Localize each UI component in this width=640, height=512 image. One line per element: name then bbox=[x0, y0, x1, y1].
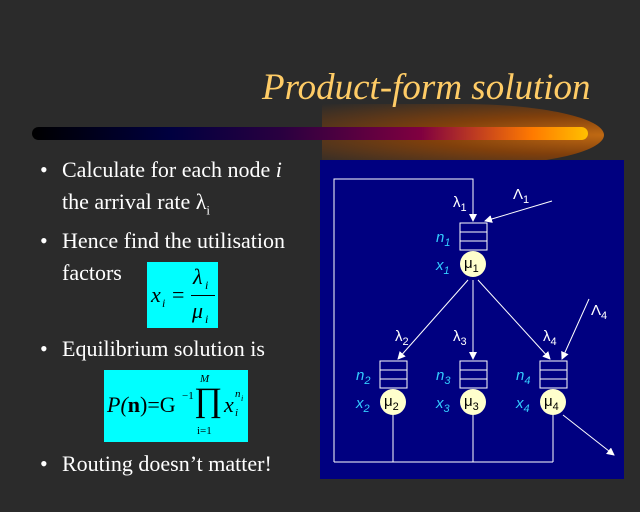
external-rate-label: Λ1 bbox=[513, 186, 529, 206]
server-rate-label: μ3 bbox=[464, 393, 479, 413]
formula-x: x bbox=[151, 282, 161, 307]
utilisation-formula: x i = λ i μ i bbox=[147, 262, 218, 328]
feedback-loop bbox=[333, 178, 554, 463]
bullet-2: •Hence find the utilisation bbox=[40, 228, 285, 253]
utilisation-label: x4 bbox=[515, 395, 530, 415]
utilisation-label: x2 bbox=[355, 395, 370, 415]
queue-length-label: n4 bbox=[516, 367, 530, 387]
bullet-2-line2: factors bbox=[62, 260, 122, 285]
formula-x: x bbox=[224, 392, 234, 417]
server-circle bbox=[540, 389, 566, 415]
route-1-4 bbox=[477, 279, 551, 360]
utilisation-label: x3 bbox=[435, 395, 451, 415]
formula-num: λ bbox=[193, 264, 203, 289]
fraction-bar bbox=[191, 295, 215, 296]
server-rate-label: μ1 bbox=[464, 255, 479, 275]
bullet-text: the arrival rate λ bbox=[62, 189, 207, 214]
bullet-text: Equilibrium solution is bbox=[62, 336, 265, 361]
formula-exp: −1 bbox=[182, 390, 194, 402]
server-circle bbox=[380, 389, 406, 415]
subscript: i bbox=[206, 202, 211, 218]
queue-length-label: n1 bbox=[436, 229, 450, 249]
arrival-rate-label: λ2 bbox=[395, 328, 409, 348]
queue-length-label: n2 bbox=[356, 367, 370, 387]
formula-g: )=G bbox=[140, 392, 176, 417]
bullet-3: •Equilibrium solution is bbox=[40, 333, 265, 365]
formula-n: n bbox=[127, 392, 141, 417]
queue-length-label: n3 bbox=[436, 367, 451, 387]
external-arrival-1 bbox=[484, 200, 553, 223]
formula-sub: i bbox=[205, 312, 209, 326]
product-symbol: ∏ bbox=[194, 382, 222, 419]
queue-buffer bbox=[379, 360, 408, 389]
bullet-text: Routing doesn’t matter! bbox=[62, 451, 272, 476]
bullet-4: •Routing doesn’t matter! bbox=[40, 448, 272, 480]
external-arrival-4 bbox=[561, 298, 590, 360]
formula-p: P( bbox=[107, 392, 128, 417]
queue-buffer bbox=[459, 222, 488, 251]
var-i: i bbox=[275, 157, 282, 182]
slide-title: Product-form solution bbox=[262, 67, 591, 108]
departure-arrow bbox=[562, 414, 615, 456]
server-circle bbox=[460, 251, 486, 277]
formula-xsup: n bbox=[235, 388, 241, 400]
formula-sub: i bbox=[205, 278, 209, 292]
arrival-rate-label: λ3 bbox=[453, 328, 467, 348]
bullet-text: Hence find the utilisation bbox=[62, 228, 285, 253]
formula-sub: i bbox=[162, 296, 166, 310]
formula-den: μ bbox=[192, 298, 204, 323]
equilibrium-formula: P(n)=G −1 M ∏ i=1 x i n i bbox=[104, 370, 248, 442]
title-underline-bar bbox=[32, 127, 588, 140]
server-rate-label: μ4 bbox=[544, 393, 559, 413]
formula-lhs: P(n)=G bbox=[107, 392, 176, 418]
server-circle bbox=[460, 389, 486, 415]
formula-xsupsub: i bbox=[241, 394, 244, 403]
arrival-rate-label: λ4 bbox=[543, 328, 557, 348]
external-rate-label: Λ4 bbox=[591, 302, 607, 322]
queue-buffer bbox=[539, 360, 568, 389]
route-1-2 bbox=[397, 279, 469, 360]
formula-lower: i=1 bbox=[197, 425, 212, 437]
formula-xsub: i bbox=[235, 407, 239, 419]
arrival-rate-label: λ1 bbox=[453, 194, 467, 214]
formula-eq: = bbox=[172, 282, 185, 307]
bullet-text: Calculate for each node bbox=[62, 157, 276, 182]
server-rate-label: μ2 bbox=[384, 393, 399, 413]
queue-buffer bbox=[459, 360, 488, 389]
utilisation-label: x1 bbox=[435, 257, 450, 277]
formula-upper: M bbox=[200, 373, 210, 385]
